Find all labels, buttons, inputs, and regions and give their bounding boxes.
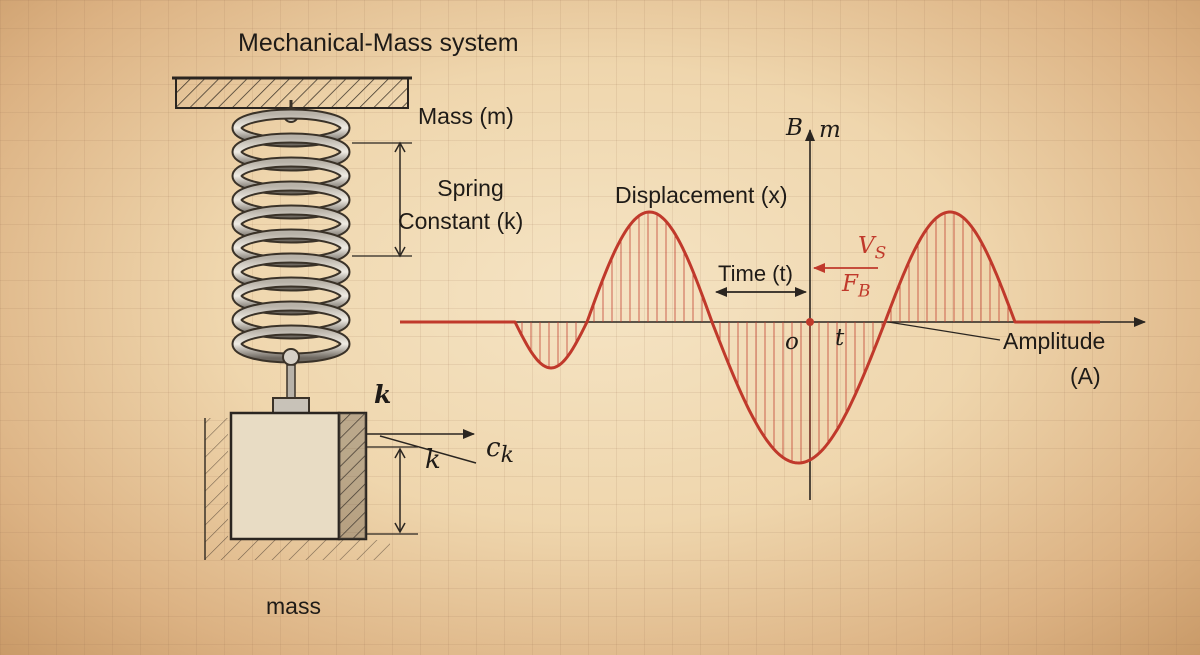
damping-arrow xyxy=(366,429,477,464)
damping-c: c xyxy=(486,433,501,463)
force-subscript: B xyxy=(857,281,871,302)
force-f: F xyxy=(842,271,858,297)
velocity-v: V xyxy=(858,233,875,259)
spring-constant-bracket xyxy=(352,141,412,258)
amplitude-leader-line xyxy=(887,321,1001,341)
time-tick-label: t xyxy=(835,325,845,351)
displacement-label: Displacement (x) xyxy=(615,182,788,208)
diagram-title: Mechanical-Mass system xyxy=(238,29,519,57)
spring-label-line1: Spring xyxy=(437,175,504,201)
amplitude-label-line1: Amplitude xyxy=(1003,328,1106,354)
mass-bottom-label: mass xyxy=(266,593,321,619)
amplitude-label-line2: (A) xyxy=(1070,363,1101,389)
origin-label: o xyxy=(785,329,799,355)
axis-label-b: B xyxy=(786,115,803,141)
displacement-curve xyxy=(400,210,1100,465)
k-label-bottom: k xyxy=(425,445,441,475)
time-label: Time (t) xyxy=(718,261,793,286)
origin-point xyxy=(806,318,814,326)
axis-label-m: m xyxy=(819,117,841,143)
waveform-hatching xyxy=(521,212,1009,463)
bottom-hook xyxy=(272,348,310,414)
spring-coil xyxy=(231,108,351,364)
force-label: FB xyxy=(842,271,871,302)
wall-hatching xyxy=(204,418,390,560)
damping-coefficient-label: ck xyxy=(486,434,514,468)
spring-label-line2: Constant (k) xyxy=(398,208,524,234)
velocity-subscript: S xyxy=(874,243,887,264)
k-label-top: k xyxy=(374,380,392,409)
velocity-label: VS xyxy=(858,233,887,264)
mass-block xyxy=(229,411,368,541)
damping-subscript: k xyxy=(500,443,514,469)
mass-displacement-bracket xyxy=(366,446,418,535)
mass-label: Mass (m) xyxy=(418,103,514,129)
